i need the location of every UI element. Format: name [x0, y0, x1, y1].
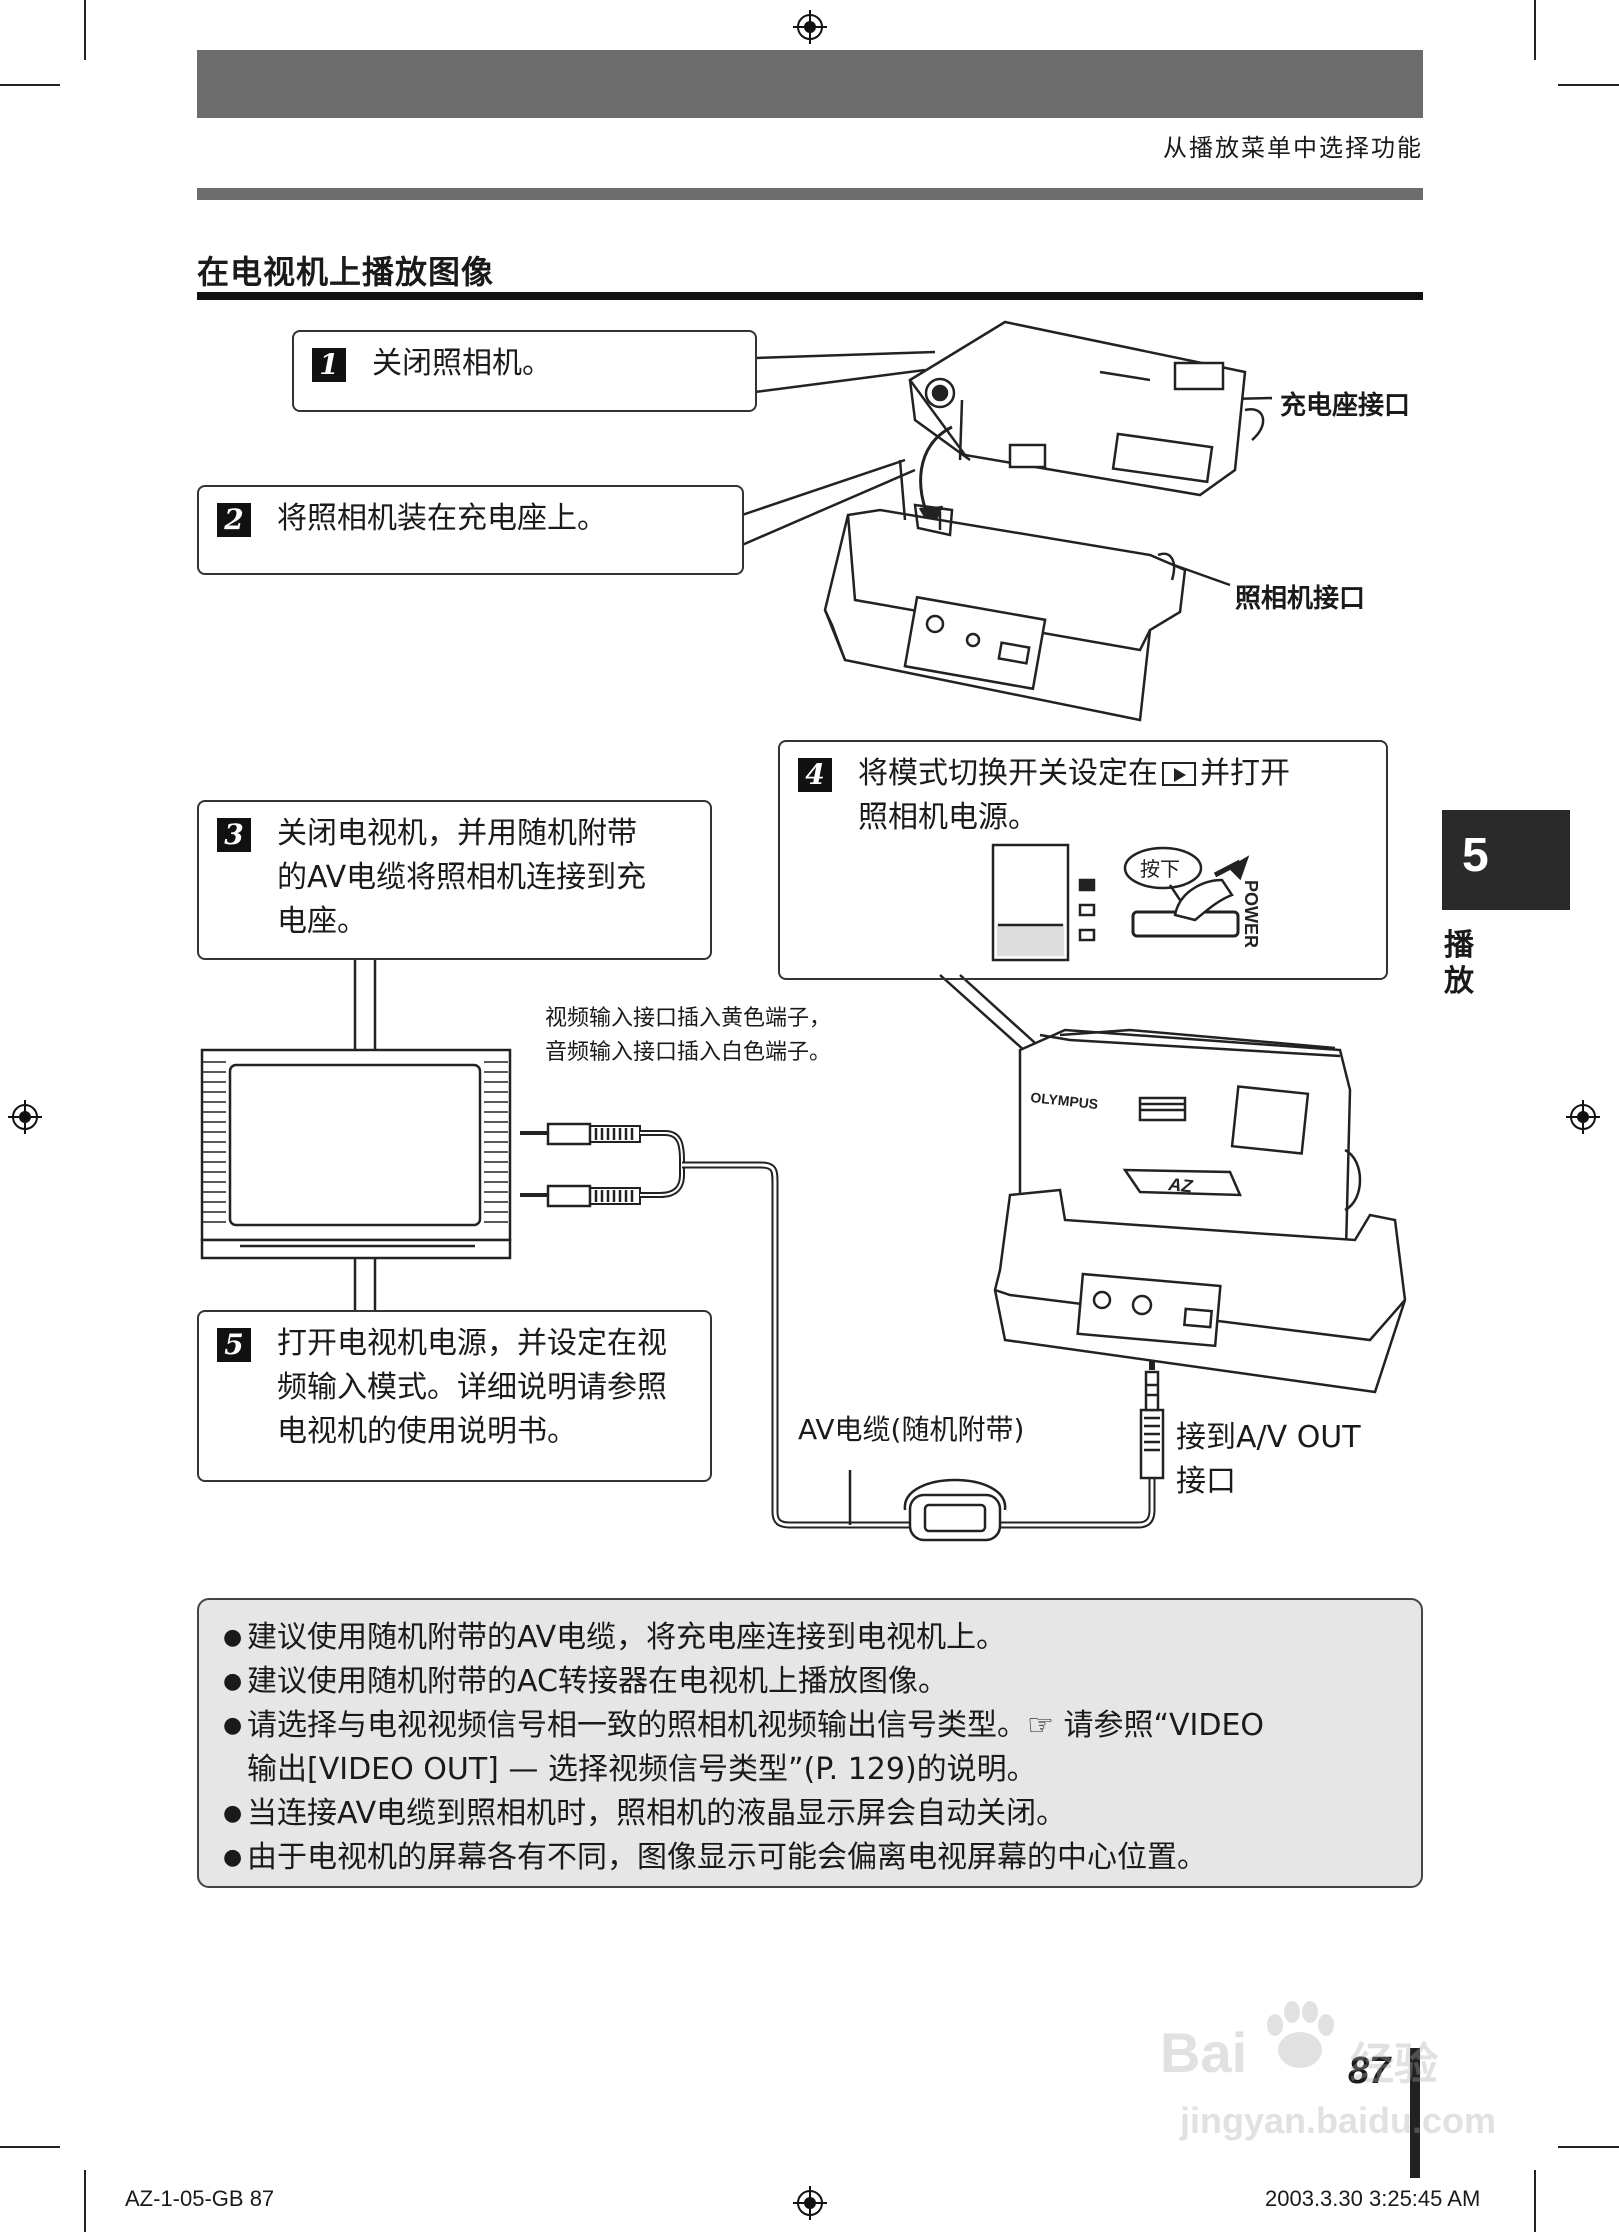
watermark: Bai 经验 jingyan.baidu.com [1150, 1980, 1530, 2180]
note-item: 建议使用随机附带的AC转接器在电视机上播放图像。 [223, 1660, 1397, 1704]
rca-plug-icon [520, 1122, 641, 1146]
crop-mark [1534, 0, 1536, 60]
step-text: 将模式切换开关设定在 并打开 照相机电源。 [858, 752, 1366, 840]
page-number: 87 [1348, 2050, 1391, 2092]
av-out-label: 接到A/V OUT 接口 [1176, 1420, 1361, 1499]
cradle-connector-label: 充电座接口 [1280, 391, 1411, 421]
registration-mark-icon [8, 1100, 42, 1134]
note-ref-text: 请参照“VIDEO [1053, 1708, 1265, 1743]
footer-left: AZ-1-05-GB 87 [125, 2186, 275, 2211]
step-text: 关闭照相机。 [372, 346, 552, 381]
note-item: 建议使用随机附带的AV电缆，将充电座连接到电视机上。 [223, 1616, 1397, 1660]
tv-icon [200, 1048, 512, 1260]
camera-connector-label: 照相机接口 [1235, 584, 1366, 614]
watermark-brand: Bai [1160, 2021, 1248, 2084]
callout-line [939, 974, 1036, 1061]
footer-right: 2003.3.30 3:25:45 AM [1265, 2186, 1481, 2211]
step-5-box: 5 打开电视机电源，并设定在视 频输入模式。详细说明请参照 电视机的使用说明书。 [197, 1310, 712, 1482]
step-text-part: 并打开 [1200, 756, 1290, 791]
chapter-label: 播放 [1444, 928, 1474, 999]
camera-top-icon [908, 320, 1265, 497]
paw-logo-icon [1267, 2001, 1334, 2068]
press-label: 按下 [1140, 858, 1180, 881]
playback-mode-icon [1162, 762, 1196, 786]
illustration: 按下 POWER OLYMPUS AZ [200, 320, 1407, 1542]
callout-line [754, 350, 936, 360]
mode-switch-icon [991, 843, 1096, 962]
step-number: 1 [312, 348, 346, 382]
registration-mark-icon [1566, 1100, 1600, 1134]
crop-mark [0, 84, 60, 86]
header-bar [197, 50, 1423, 118]
watermark-suffix: 经验 [1350, 2040, 1438, 2089]
brand-label: OLYMPUS [1030, 1089, 1099, 1112]
cradle-top-icon [823, 459, 1187, 722]
model-mark: AZ [1167, 1174, 1195, 1197]
crop-mark [84, 2170, 86, 2232]
note-item: 由于电视机的屏幕各有不同，图像显示可能会偏离电视屏幕的中心位置。 [223, 1836, 1397, 1880]
mini-plug-icon [1139, 1370, 1165, 1480]
rca-plug-icon [520, 1184, 641, 1208]
crop-mark [1534, 2170, 1536, 2232]
step-4-box: 4 将模式切换开关设定在 并打开 照相机电源。 [778, 740, 1388, 980]
av-cable-label: AV电缆(随机附带) [798, 1413, 1025, 1446]
camera-cradle-icon [993, 1028, 1407, 1394]
note-ref-text: 输出[VIDEO OUT] — 选择视频信号类型”(P. 129)的说明。 [247, 1752, 1037, 1787]
crop-mark [84, 0, 86, 60]
step-text-part: 照相机电源。 [858, 800, 1038, 835]
note-text: 请选择与电视视频信号相一致的照相机视频输出信号类型。 [247, 1708, 1027, 1743]
notes-box: 建议使用随机附带的AV电缆，将充电座连接到电视机上。 建议使用随机附带的AC转接… [197, 1598, 1423, 1888]
step-number: 2 [217, 503, 251, 537]
callout-line [741, 468, 916, 547]
header-subtitle: 从播放菜单中选择功能 [1163, 134, 1423, 162]
step-number: 3 [217, 818, 251, 852]
step-number: 4 [798, 758, 832, 792]
step-number: 5 [217, 1328, 251, 1362]
section-title: 在电视机上播放图像 [197, 253, 495, 291]
step-text: 将照相机装在充电座上。 [277, 501, 607, 536]
power-button-icon [1123, 846, 1250, 938]
callout-line [959, 974, 1046, 1053]
note-item: 请选择与电视视频信号相一致的照相机视频输出信号类型。☞ 请参照“VIDEO 输出… [223, 1704, 1397, 1792]
chapter-number: 5 [1462, 829, 1489, 882]
av-cable [640, 1130, 685, 1198]
step-text: 关闭电视机，并用随机附带 的AV电缆将照相机连接到充 电座。 [277, 816, 647, 939]
power-label: POWER [1241, 880, 1261, 948]
registration-mark-icon [793, 10, 827, 44]
note-item: 当连接AV电缆到照相机时，照相机的液晶显示屏会自动关闭。 [223, 1792, 1397, 1836]
crop-mark [1558, 84, 1619, 86]
crop-mark [1558, 2146, 1619, 2148]
step-text: 打开电视机电源，并设定在视 频输入模式。详细说明请参照 电视机的使用说明书。 [277, 1326, 667, 1449]
callout-line [754, 368, 926, 394]
chapter-tab: 5 [1442, 810, 1570, 910]
crop-mark [0, 2146, 60, 2148]
page-bar [1410, 2048, 1420, 2178]
callout-line [741, 458, 906, 517]
step-2-box: 2 将照相机装在充电座上。 [197, 485, 744, 575]
step-text-part: 将模式切换开关设定在 [858, 756, 1158, 791]
watermark-url: jingyan.baidu.com [1180, 2100, 1497, 2141]
header-rule [197, 188, 1423, 200]
step-3-box: 3 关闭电视机，并用随机附带 的AV电缆将照相机连接到充 电座。 [197, 800, 712, 960]
step-1-box: 1 关闭照相机。 [292, 330, 757, 412]
jack-note: 视频输入接口插入黄色端子， 音频输入接口插入白色端子。 [545, 1006, 832, 1065]
reference-icon: ☞ [1027, 1708, 1054, 1743]
registration-mark-icon [793, 2186, 827, 2220]
section-rule [197, 292, 1423, 300]
